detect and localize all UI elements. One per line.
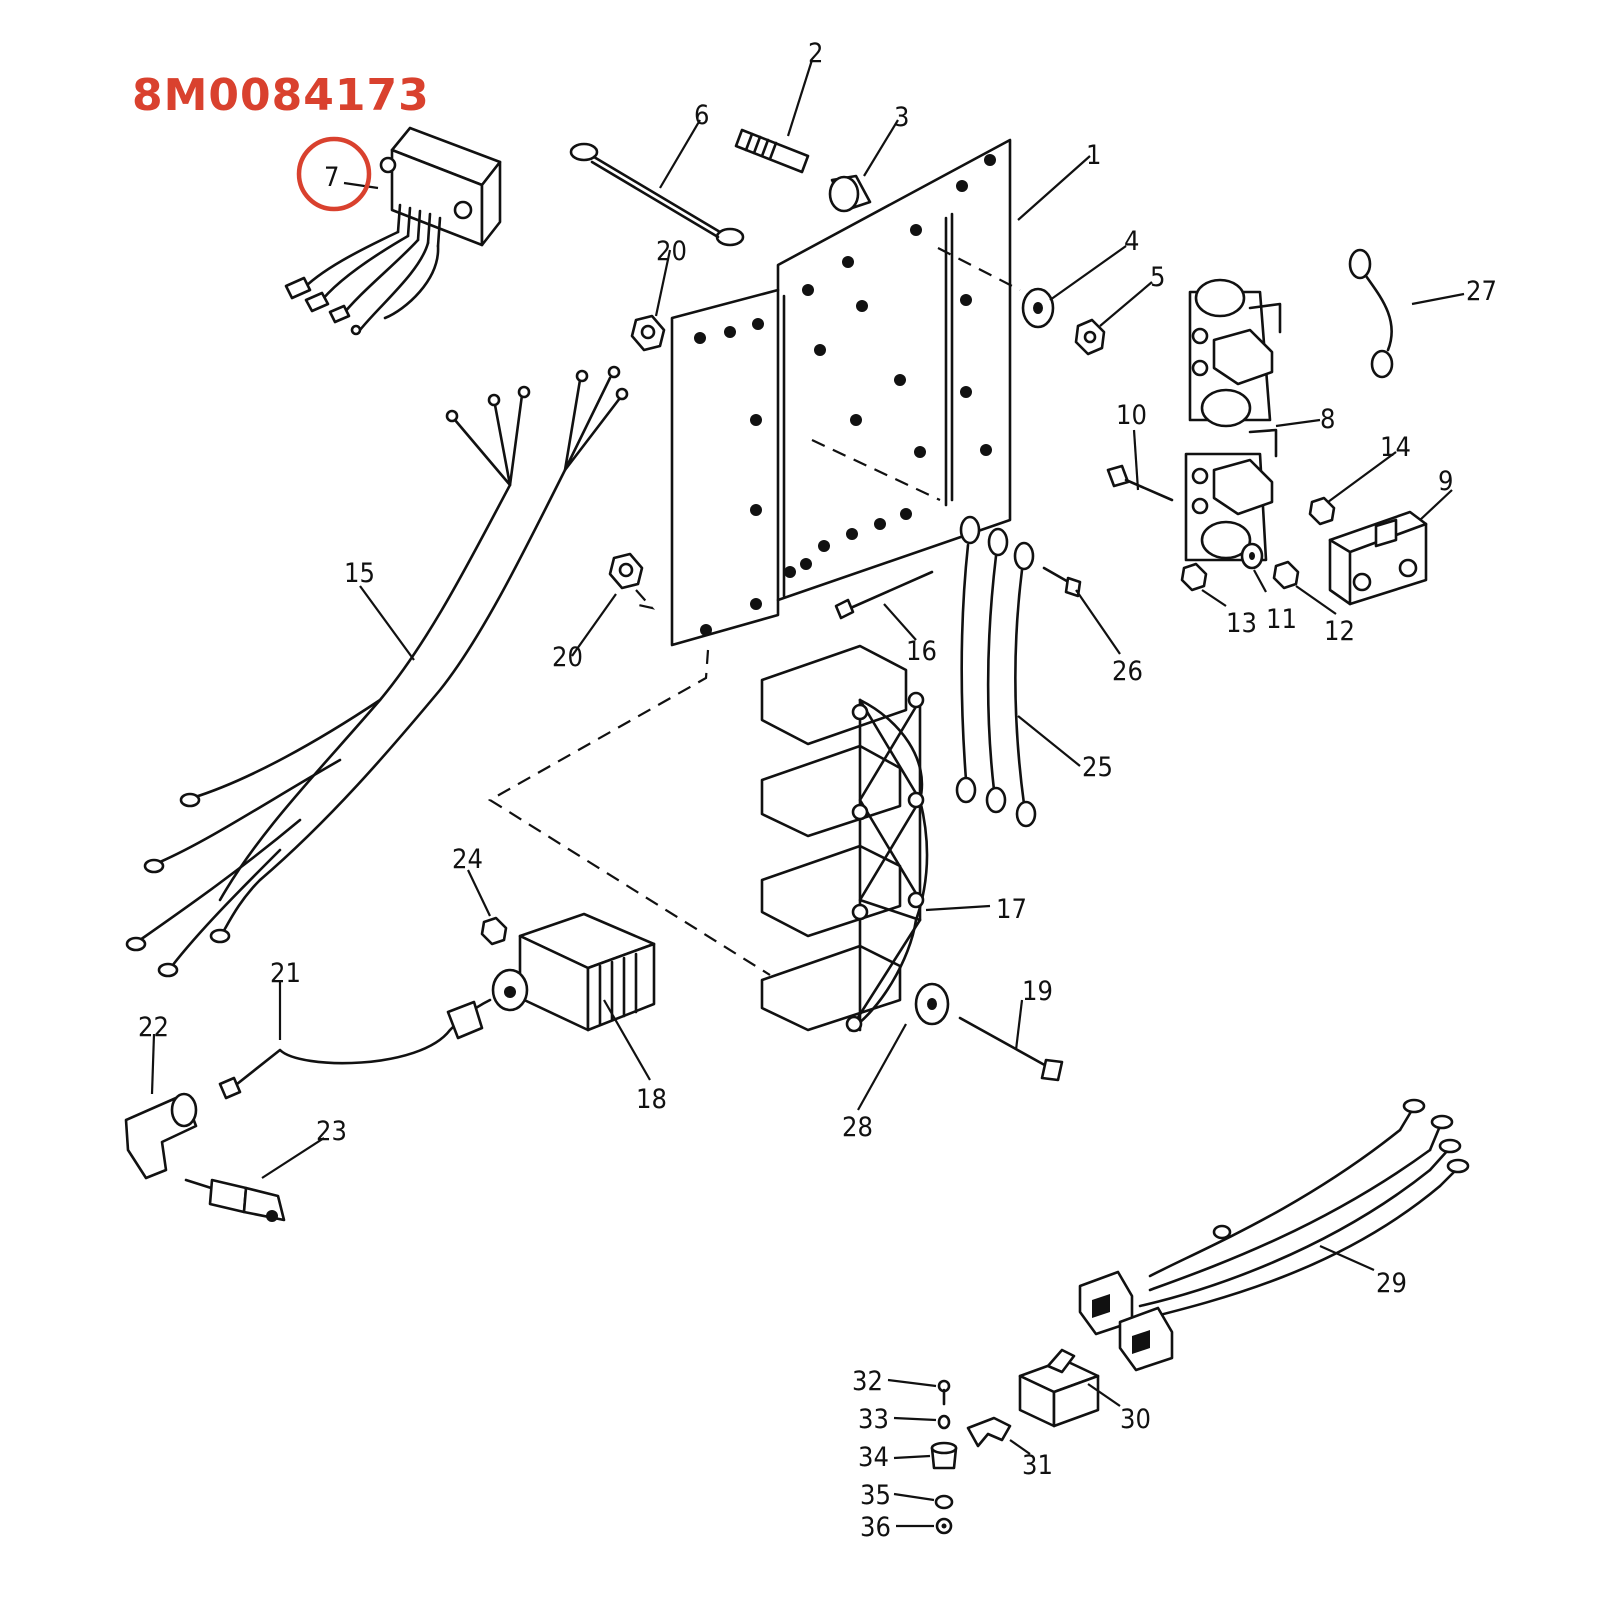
callout-35: 35 xyxy=(860,1480,891,1511)
callout-14: 14 xyxy=(1380,432,1411,463)
callout-3: 3 xyxy=(894,102,909,133)
nut-icon[interactable] xyxy=(630,314,666,352)
callout-25: 25 xyxy=(1082,752,1113,783)
callout-11: 11 xyxy=(1266,604,1297,635)
callout-24: 24 xyxy=(452,844,483,875)
screw-icon[interactable] xyxy=(1106,464,1174,502)
nut-icon[interactable] xyxy=(1074,318,1106,356)
stud-icon[interactable] xyxy=(734,128,810,174)
nut-icon[interactable] xyxy=(935,1517,953,1535)
callout-32: 32 xyxy=(852,1366,883,1397)
part-number-title: 8M0084173 xyxy=(132,70,430,121)
grommet-icon[interactable] xyxy=(930,1441,958,1470)
callout-4: 4 xyxy=(1124,226,1139,257)
nut-icon[interactable] xyxy=(608,552,644,590)
mounting-plate-icon[interactable] xyxy=(670,138,1012,647)
high-tension-lead-icon[interactable] xyxy=(218,998,492,1100)
callout-27: 27 xyxy=(1466,276,1497,307)
relay-icon[interactable] xyxy=(1018,1348,1100,1428)
spark-plug-icon[interactable] xyxy=(184,1178,286,1222)
callout-12: 12 xyxy=(1324,616,1355,647)
assembly-lines xyxy=(487,247,1021,976)
callout-23: 23 xyxy=(316,1116,347,1147)
callout-34: 34 xyxy=(858,1442,889,1473)
screw-icon[interactable] xyxy=(1042,566,1082,598)
callout-13: 13 xyxy=(1226,608,1257,639)
callout-10: 10 xyxy=(1116,400,1147,431)
screw-icon[interactable] xyxy=(937,1379,951,1406)
nut-icon[interactable] xyxy=(480,916,508,946)
rectifier-regulator-icon[interactable] xyxy=(284,126,502,336)
callout-29: 29 xyxy=(1376,1268,1407,1299)
washer-icon[interactable] xyxy=(934,1494,954,1510)
ground-strap-icon[interactable] xyxy=(955,515,1037,828)
wire-harness-icon[interactable] xyxy=(125,365,629,978)
callout-1: 1 xyxy=(1086,140,1101,171)
screw-icon[interactable] xyxy=(834,570,934,620)
washer-icon[interactable] xyxy=(1021,287,1055,329)
callout-5: 5 xyxy=(1150,262,1165,293)
callout-19: 19 xyxy=(1022,976,1053,1007)
callout-36: 36 xyxy=(860,1512,891,1543)
switch-box-icon[interactable] xyxy=(1184,278,1282,562)
callout-6: 6 xyxy=(694,100,709,131)
ground-strap-icon[interactable] xyxy=(569,142,745,247)
terminal-block-icon[interactable] xyxy=(1328,510,1428,606)
washer-icon[interactable] xyxy=(937,1414,951,1430)
nut-icon[interactable] xyxy=(1180,562,1208,592)
callout-33: 33 xyxy=(858,1404,889,1435)
nut-icon[interactable] xyxy=(1272,560,1300,590)
stator-icon[interactable] xyxy=(760,644,929,1033)
screw-icon[interactable] xyxy=(958,1016,1064,1082)
nut-icon[interactable] xyxy=(1308,496,1336,526)
callout-26: 26 xyxy=(1112,656,1143,687)
washer-icon[interactable] xyxy=(914,982,950,1026)
callout-labels: 1 2 3 4 5 6 7 8 9 10 11 12 13 14 15 16 1… xyxy=(138,38,1497,1543)
callout-17: 17 xyxy=(996,894,1027,925)
callout-31: 31 xyxy=(1022,1450,1053,1481)
callout-30: 30 xyxy=(1120,1404,1151,1435)
spark-plug-boot-icon[interactable] xyxy=(124,1092,198,1180)
wire-harness-icon[interactable] xyxy=(1078,1098,1470,1372)
callout-2: 2 xyxy=(808,38,823,69)
callout-7: 7 xyxy=(324,162,339,193)
spacer-icon[interactable] xyxy=(828,174,872,213)
ignition-coil-icon[interactable] xyxy=(491,912,656,1032)
callout-22: 22 xyxy=(138,1012,169,1043)
callout-20-top: 20 xyxy=(656,236,687,267)
callout-28: 28 xyxy=(842,1112,873,1143)
callout-18: 18 xyxy=(636,1084,667,1115)
ground-strap-icon[interactable] xyxy=(1348,248,1394,379)
callout-21: 21 xyxy=(270,958,301,989)
leader-lines xyxy=(150,59,1465,1528)
callout-16: 16 xyxy=(906,636,937,667)
bracket-icon[interactable] xyxy=(966,1416,1012,1448)
callout-8: 8 xyxy=(1320,404,1335,435)
callout-20-bottom: 20 xyxy=(552,642,583,673)
callout-15: 15 xyxy=(344,558,375,589)
washer-icon[interactable] xyxy=(1240,542,1264,570)
highlight-circle xyxy=(296,136,372,212)
callout-9: 9 xyxy=(1438,466,1453,497)
